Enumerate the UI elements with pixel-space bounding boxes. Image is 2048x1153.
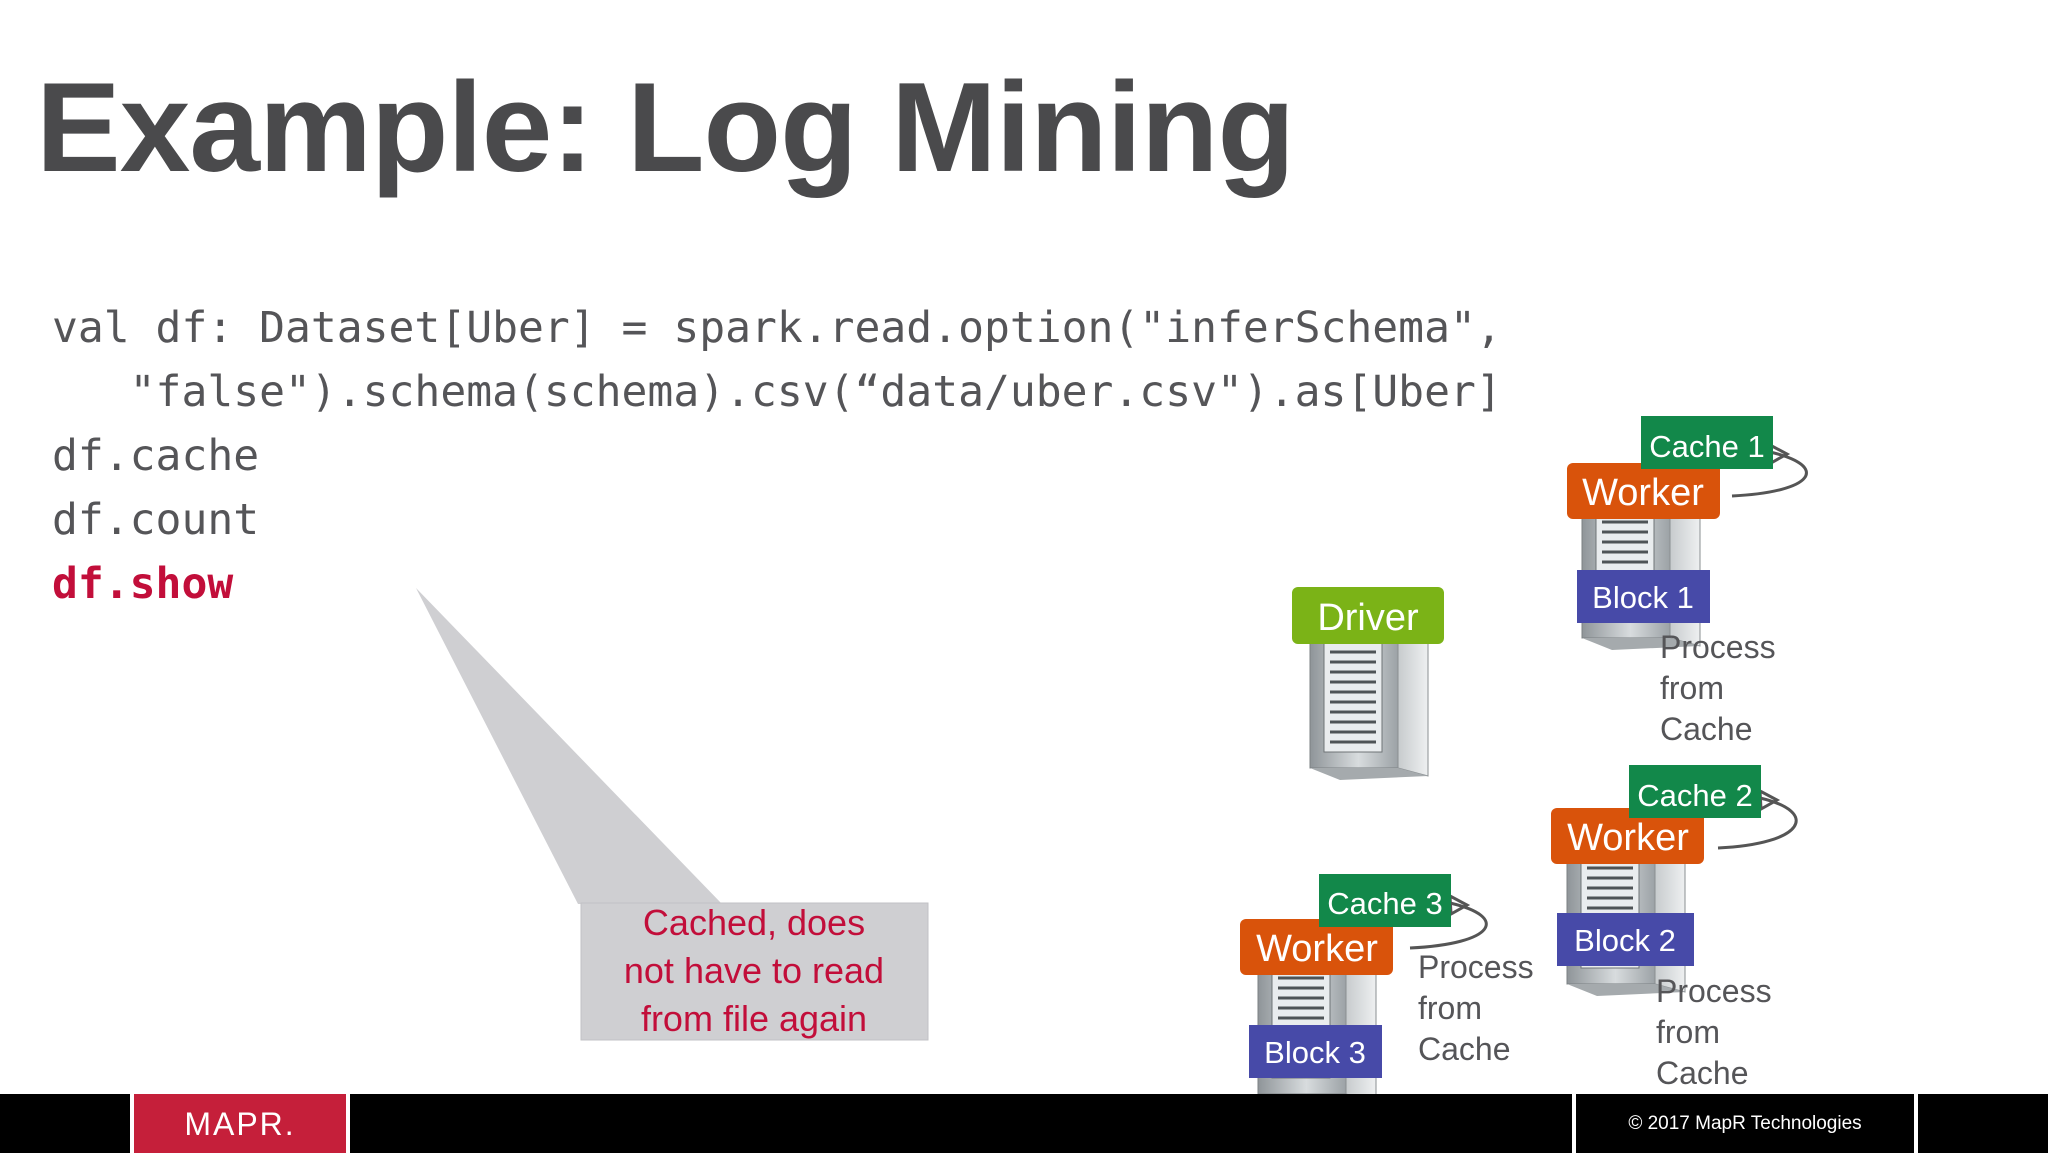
block-badge [1249, 1025, 1382, 1078]
worker-badge [1240, 919, 1393, 975]
block-label: Block 3 [1264, 1035, 1366, 1070]
process-note: Cache [1418, 1031, 1511, 1067]
worker-node-2: Worker Cache 2 Block 2 Process from Cach… [1551, 765, 1798, 1091]
worker-badge [1567, 463, 1720, 519]
code-line: df.count [52, 495, 260, 545]
driver-label: Driver [1317, 597, 1419, 639]
cache-badge [1641, 416, 1773, 469]
worker-node-3: Worker Cache 3 Block 3 Process from Cach… [1240, 874, 1534, 1094]
cache-label: Cache 1 [1649, 429, 1764, 464]
cache-loop-arrow [1409, 901, 1488, 950]
process-note: Cache [1656, 1055, 1749, 1091]
mapr-logo: MAPR. [130, 1094, 350, 1153]
driver-badge [1292, 587, 1444, 644]
callout-box [580, 902, 929, 1041]
callout-line: not have to read [624, 950, 884, 991]
code-line: val df: Dataset[Uber] = spark.read.optio… [52, 303, 1502, 353]
process-note: Process [1418, 949, 1534, 985]
process-note: Process [1656, 973, 1772, 1009]
process-note: Process [1660, 629, 1776, 665]
code-line: df.cache [52, 431, 260, 481]
process-note: Cache [1660, 711, 1753, 747]
worker-label: Worker [1256, 928, 1378, 970]
block-badge [1557, 913, 1694, 966]
cache-loop-arrow [1717, 796, 1798, 850]
worker-node-1: Worker Cache 1 Block 1 Process from Cach… [1567, 416, 1808, 747]
process-note: from [1660, 670, 1724, 706]
callout-pointer [416, 588, 722, 904]
code-line-highlighted: df.show [52, 559, 234, 609]
code-block: val df: Dataset[Uber] = spark.read.optio… [52, 296, 1502, 616]
cache-loop-arrow [1731, 450, 1808, 498]
worker-label: Worker [1582, 472, 1704, 514]
worker-label: Worker [1567, 817, 1689, 859]
cache-label: Cache 3 [1327, 886, 1442, 921]
cache-badge [1319, 874, 1451, 927]
cache-label: Cache 2 [1637, 778, 1752, 813]
worker-badge [1551, 808, 1704, 864]
callout-line: from file again [641, 998, 867, 1039]
cluster-diagram: Cached, does not have to read from file … [416, 416, 1808, 1094]
copyright-text: © 2017 MapR Technologies [1628, 1113, 1862, 1134]
slide-title: Example: Log Mining [36, 56, 1295, 198]
driver-node: Driver [1292, 587, 1444, 782]
copyright-box: © 2017 MapR Technologies [1572, 1094, 1918, 1153]
callout-line: Cached, does [643, 902, 865, 943]
cache-badge [1629, 765, 1761, 818]
block-badge [1577, 570, 1710, 623]
code-line: "false").schema(schema).csv(“data/uber.c… [52, 367, 1502, 417]
block-label: Block 1 [1592, 580, 1694, 615]
logo-text: MAPR. [184, 1106, 296, 1142]
process-note: from [1656, 1014, 1720, 1050]
process-note: from [1418, 990, 1482, 1026]
block-label: Block 2 [1574, 923, 1676, 958]
